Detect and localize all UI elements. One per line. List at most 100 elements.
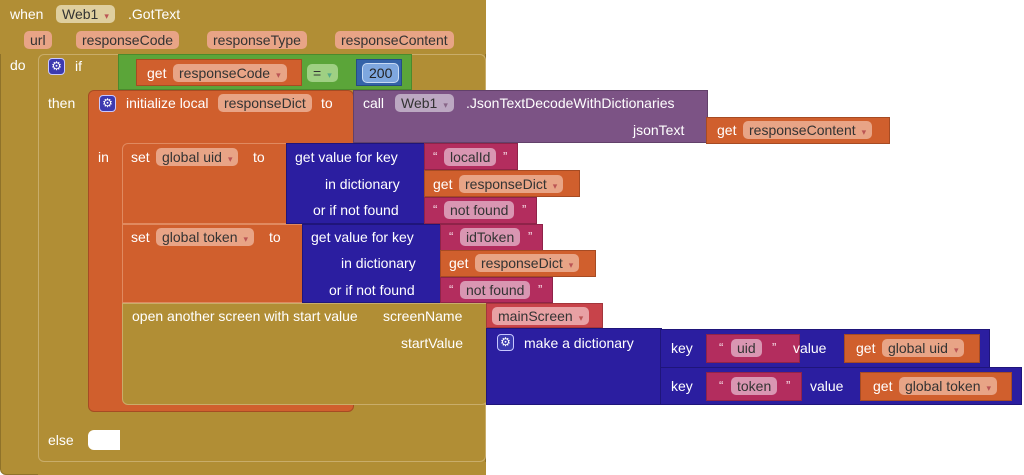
make-dictionary-block[interactable] <box>486 328 662 405</box>
when-label: when <box>10 6 44 22</box>
uid-key-text[interactable]: localId <box>444 148 497 166</box>
dropdown-icon: ▾ <box>552 181 558 191</box>
not-found-label: or if not found <box>329 282 415 298</box>
value-label: value <box>810 378 844 394</box>
uid-default-text[interactable]: not found <box>444 201 515 219</box>
token-var-dropdown[interactable]: global token ▾ <box>156 228 255 246</box>
var-dropdown[interactable]: responseCode ▾ <box>173 64 287 82</box>
number-value[interactable]: 200 <box>362 63 400 83</box>
in-label: in <box>98 149 109 165</box>
quote-close: ” <box>786 378 791 393</box>
operator: = <box>313 65 322 81</box>
get-label: get <box>873 378 893 394</box>
quote-close: ” <box>538 282 543 297</box>
key-label: key <box>671 378 693 394</box>
get-label: get <box>717 122 737 138</box>
make-dictionary-label: make a dictionary <box>524 335 634 351</box>
pair-uid-key[interactable]: uid <box>731 339 762 357</box>
global-token-dropdown[interactable]: global token ▾ <box>899 377 998 395</box>
to-label: to <box>253 149 265 165</box>
if-label: if <box>75 58 82 74</box>
quote-close: ” <box>772 340 777 355</box>
if-gear-icon[interactable]: ⚙ <box>48 58 65 75</box>
if-bottom-gap <box>38 462 486 475</box>
call-label: call <box>363 95 385 111</box>
local-gear-icon[interactable]: ⚙ <box>99 95 116 112</box>
in-dictionary-label: in dictionary <box>325 176 400 192</box>
var-name: global uid <box>162 149 222 165</box>
responsedict-dropdown[interactable]: responseDict▾ <box>475 254 580 272</box>
param-url[interactable]: url <box>24 31 52 49</box>
else-label: else <box>48 432 74 448</box>
to-label: to <box>321 95 333 111</box>
screen-name-dropdown[interactable]: mainScreen▾ <box>492 307 590 325</box>
responsedict-dropdown[interactable]: responseDict▾ <box>459 175 564 193</box>
get-label: get <box>449 255 469 271</box>
quote-close: ” <box>503 149 508 164</box>
token-lookup-block[interactable] <box>302 224 442 303</box>
not-found-label: or if not found <box>313 202 399 218</box>
dropdown-icon: ▾ <box>327 70 332 80</box>
event-name: .GotText <box>128 6 181 22</box>
key-label: key <box>671 340 693 356</box>
pair-token-key[interactable]: token <box>731 377 778 395</box>
then-label: then <box>48 95 76 111</box>
quote-open: “ <box>433 202 438 217</box>
lookup-label: get value for key <box>295 149 398 165</box>
var-name: responseContent <box>749 122 856 138</box>
get-label: get <box>147 65 167 81</box>
var-name: global token <box>162 229 238 245</box>
responsecontent-dropdown[interactable]: responseContent ▾ <box>743 121 873 139</box>
var-name: responseCode <box>179 65 271 81</box>
uid-lookup-block[interactable] <box>286 143 426 224</box>
get-label: get <box>433 176 453 192</box>
param-responsecontent[interactable]: responseContent <box>335 31 454 49</box>
screen-name: mainScreen <box>498 308 573 324</box>
token-key-text[interactable]: idToken <box>460 228 521 246</box>
component-name: Web1 <box>62 6 99 22</box>
dropdown-icon: ▾ <box>443 100 448 110</box>
dropdown-icon: ▾ <box>276 70 281 80</box>
else-socket <box>88 430 120 450</box>
lookup-label: get value for key <box>311 229 414 245</box>
dropdown-icon: ▾ <box>861 127 867 137</box>
quote-open: “ <box>719 378 724 393</box>
set-label: set <box>131 149 150 165</box>
quote-open: “ <box>433 149 438 164</box>
jsontext-label: jsonText <box>633 122 685 138</box>
local-var-name[interactable]: responseDict <box>218 94 312 112</box>
in-dictionary-label: in dictionary <box>341 255 416 271</box>
method-name: .JsonTextDecodeWithDictionaries <box>466 95 675 111</box>
call-component-dropdown[interactable]: Web1▾ <box>395 94 454 112</box>
startvalue-label: startValue <box>401 335 463 351</box>
dropdown-icon: ▾ <box>953 345 959 355</box>
dropdown-icon: ▾ <box>568 260 574 270</box>
screenname-label: screenName <box>383 308 463 324</box>
pair-uid-key-block[interactable] <box>706 334 800 363</box>
param-responsecode[interactable]: responseCode <box>76 31 180 49</box>
global-uid-dropdown[interactable]: global uid ▾ <box>882 339 965 357</box>
to-label: to <box>269 229 281 245</box>
token-default-text[interactable]: not found <box>460 281 531 299</box>
dropdown-icon: ▾ <box>104 11 109 21</box>
var-name: global token <box>905 378 981 394</box>
quote-close: ” <box>522 202 527 217</box>
open-screen-block[interactable] <box>122 303 488 405</box>
uid-var-dropdown[interactable]: global uid ▾ <box>156 148 239 166</box>
dropdown-icon: ▾ <box>243 234 249 244</box>
quote-open: “ <box>719 340 724 355</box>
value-label: value <box>793 340 827 356</box>
get-label: get <box>856 340 876 356</box>
operator-dropdown[interactable]: =▾ <box>307 64 338 82</box>
initialize-local-label: initialize local <box>126 95 209 111</box>
set-label: set <box>131 229 150 245</box>
quote-close: ” <box>528 229 533 244</box>
var-name: global uid <box>888 340 948 356</box>
do-label: do <box>10 57 26 73</box>
dropdown-icon: ▾ <box>986 383 992 393</box>
dict-gear-icon[interactable]: ⚙ <box>497 334 514 351</box>
component-dropdown[interactable]: Web1 ▾ <box>56 5 115 23</box>
quote-open: “ <box>449 229 454 244</box>
param-responsetype[interactable]: responseType <box>207 31 307 49</box>
dropdown-icon: ▾ <box>227 154 233 164</box>
